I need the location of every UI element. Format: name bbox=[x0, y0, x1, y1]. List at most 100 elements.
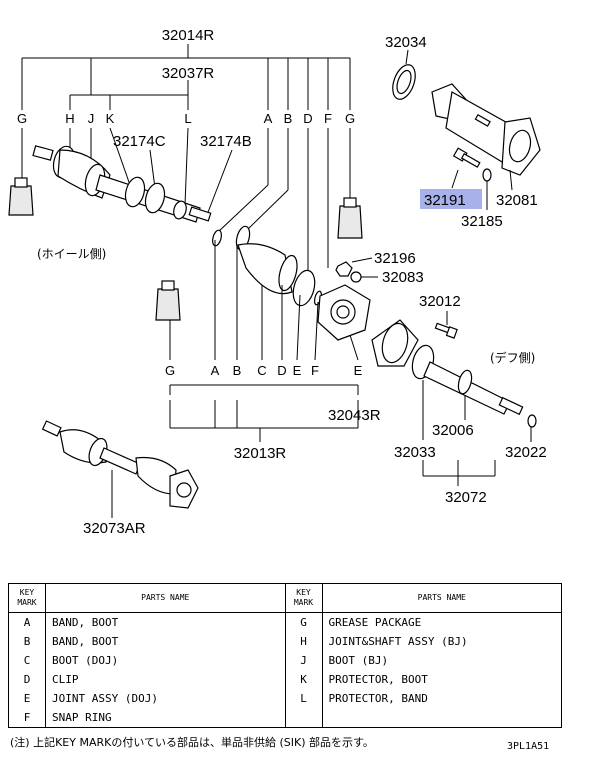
part-number-32014R: 32014R bbox=[162, 27, 215, 44]
inner-shaft-32033 bbox=[371, 319, 524, 416]
key-letter-c-bottom: C bbox=[257, 363, 266, 378]
legend-key: K bbox=[284, 670, 323, 689]
legend-key: E bbox=[8, 689, 46, 708]
key-letter-d-bottom: D bbox=[277, 363, 286, 378]
legend-row: F SNAP RING bbox=[8, 708, 562, 728]
legend-part-name: GREASE PACKAGE bbox=[321, 612, 562, 632]
diff-side-label: (デフ側) bbox=[490, 350, 535, 365]
legend-key: B bbox=[8, 632, 46, 651]
key-letter-b-bottom: B bbox=[233, 363, 242, 378]
bracket-32013R bbox=[169, 240, 359, 442]
bolt-32191 bbox=[451, 147, 481, 189]
wheel-side-label: (ホイール側) bbox=[37, 247, 106, 261]
center-bearing-housing-32081 bbox=[431, 83, 541, 176]
diagram-code: 3PL1A51 bbox=[507, 741, 550, 752]
legend-part-name: CLIP bbox=[45, 670, 286, 689]
key-letter-e-bottom-right: E bbox=[354, 363, 363, 378]
footnote: (注) 上記KEY MARKの付いている部品は、単品非供給 (SIK) 部品を示… bbox=[10, 736, 374, 749]
part-number-32196: 32196 bbox=[374, 250, 416, 267]
part-number-32191: 32191 bbox=[424, 192, 466, 209]
legend-header-name-left: PARTS NAME bbox=[45, 583, 286, 613]
grease-package-left bbox=[8, 177, 34, 216]
legend-part-name: BAND, BOOT bbox=[45, 632, 286, 651]
key-letter-g-bottom: G bbox=[165, 363, 175, 378]
part-number-32174B: 32174B bbox=[200, 133, 252, 150]
nut-32196 bbox=[335, 257, 373, 277]
part-number-32034: 32034 bbox=[385, 34, 427, 51]
key-letter-g-top-left: G bbox=[17, 111, 27, 126]
legend-part-name: SNAP RING bbox=[45, 708, 286, 728]
legend-key: D bbox=[8, 670, 46, 689]
part-number-32072: 32072 bbox=[445, 489, 487, 506]
key-letter-e-bottom: E bbox=[293, 363, 302, 378]
o-ring-32034 bbox=[392, 49, 416, 100]
key-letter-g-top-right: G bbox=[345, 111, 355, 126]
leader-32081 bbox=[509, 169, 513, 191]
part-number-32043R: 32043R bbox=[328, 407, 381, 424]
legend-part-name: JOINT&SHAFT ASSY (BJ) bbox=[321, 632, 562, 651]
header-key-line2-right: MARK bbox=[293, 598, 314, 607]
header-key-line1-right: KEY bbox=[296, 588, 311, 597]
doj-joint-housing bbox=[317, 284, 371, 341]
legend-part-name bbox=[321, 708, 562, 728]
part-number-32013R: 32013R bbox=[234, 445, 287, 462]
grease-package-right bbox=[337, 197, 363, 239]
part-number-32022: 32022 bbox=[505, 444, 547, 461]
complete-drive-shaft-32073AR bbox=[41, 420, 199, 518]
part-number-32006: 32006 bbox=[432, 422, 474, 439]
grease-package-middle bbox=[155, 280, 181, 321]
legend-part-name: JOINT ASSY (DOJ) bbox=[45, 689, 286, 708]
legend-key: J bbox=[284, 651, 323, 670]
legend-header-name-right: PARTS NAME bbox=[321, 583, 562, 613]
legend-row: A BAND, BOOT G GREASE PACKAGE bbox=[8, 612, 562, 632]
part-number-32037R: 32037R bbox=[162, 65, 215, 82]
legend-key: L bbox=[284, 689, 323, 708]
key-letter-j-top: J bbox=[88, 111, 95, 126]
legend-key: F bbox=[8, 708, 46, 728]
key-letter-l-top: L bbox=[184, 111, 191, 126]
highlight-32191 bbox=[420, 189, 482, 209]
washer-32185 bbox=[482, 168, 492, 210]
key-letter-b-top: B bbox=[284, 111, 293, 126]
key-letter-f-top: F bbox=[324, 111, 332, 126]
legend-key: C bbox=[8, 651, 46, 670]
key-letter-d-top: D bbox=[303, 111, 312, 126]
exploded-parts-diagram: 32014R 32037R G H J K L A B D F G 32174C… bbox=[8, 27, 547, 537]
washer-32083 bbox=[350, 271, 378, 283]
doj-boot-parts bbox=[212, 225, 323, 307]
legend-key: A bbox=[8, 612, 46, 632]
snap-ring-32022 bbox=[527, 414, 537, 442]
legend-row: D CLIP K PROTECTOR, BOOT bbox=[8, 670, 562, 689]
bolt-32012 bbox=[434, 311, 458, 339]
legend-row: B BAND, BOOT H JOINT&SHAFT ASSY (BJ) bbox=[8, 632, 562, 651]
header-key-line1: KEY bbox=[19, 588, 35, 597]
legend-part-name: BOOT (BJ) bbox=[321, 651, 562, 670]
legend-row: C BOOT (DOJ) J BOOT (BJ) bbox=[8, 651, 562, 670]
key-letter-a-top: A bbox=[264, 111, 273, 126]
part-number-32083: 32083 bbox=[382, 269, 424, 286]
leader-lines-top bbox=[21, 127, 351, 282]
part-number-32012: 32012 bbox=[419, 293, 461, 310]
legend-key: H bbox=[284, 632, 323, 651]
bracket-32072 bbox=[422, 380, 496, 486]
part-number-32081: 32081 bbox=[496, 192, 538, 209]
legend-row: E JOINT ASSY (DOJ) L PROTECTOR, BAND bbox=[8, 689, 562, 708]
legend-part-name: BAND, BOOT bbox=[45, 612, 286, 632]
part-number-32174C: 32174C bbox=[113, 133, 166, 150]
key-letter-k-top: K bbox=[106, 111, 115, 126]
part-number-32073AR: 32073AR bbox=[83, 520, 146, 537]
header-key-line2: MARK bbox=[17, 598, 37, 607]
key-letter-h-top: H bbox=[65, 111, 74, 126]
part-number-32185: 32185 bbox=[461, 213, 503, 230]
legend-part-name: PROTECTOR, BOOT bbox=[321, 670, 562, 689]
bj-joint-shaft-assembly bbox=[32, 145, 212, 223]
bracket-32014R bbox=[21, 44, 351, 110]
legend-part-name: PROTECTOR, BAND bbox=[321, 689, 562, 708]
legend-part-name: BOOT (DOJ) bbox=[45, 651, 286, 670]
key-letter-a-bottom: A bbox=[211, 363, 220, 378]
part-number-32033: 32033 bbox=[394, 444, 436, 461]
